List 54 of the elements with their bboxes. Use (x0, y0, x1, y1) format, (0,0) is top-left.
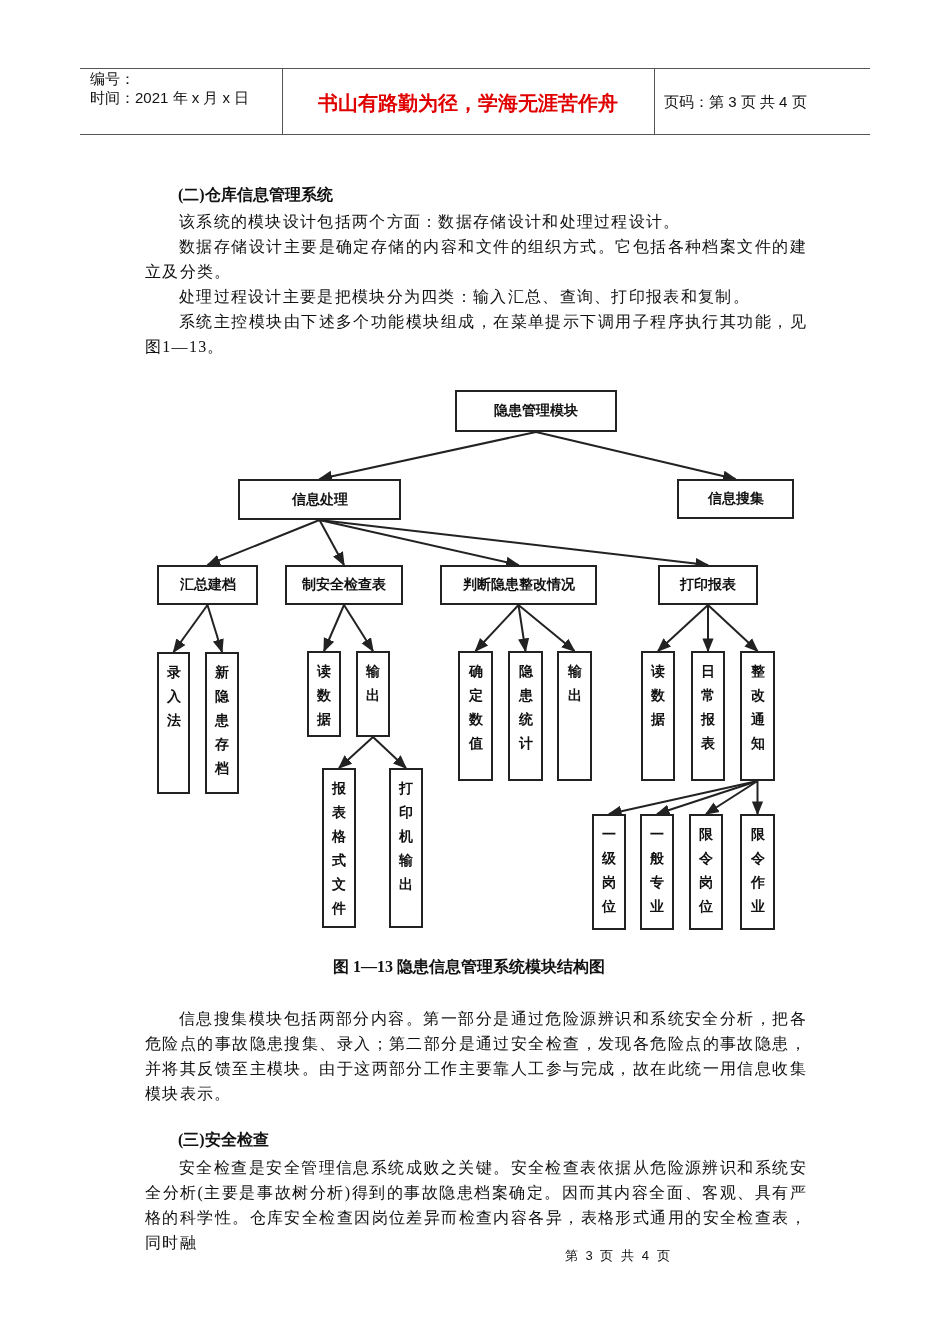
module-box: 读数据 (641, 651, 675, 781)
paragraph: 该系统的模块设计包括两个方面：数据存储设计和处理过程设计。 (178, 212, 682, 232)
module-box: 新隐患存档 (205, 652, 239, 794)
section-heading: (二)仓库信息管理系统 (178, 185, 333, 206)
arrow (474, 604, 520, 652)
arrow (517, 604, 530, 653)
module-box: 读数据 (307, 651, 341, 737)
header-motto: 书山有路勤为径，学海无涯苦作舟 (317, 91, 619, 116)
arrow (517, 604, 576, 652)
module-box: 信息搜集 (677, 479, 794, 519)
paragraph: 处理过程设计主要是把模块分为四类：输入汇总、查询、打印报表和复制。 (178, 287, 751, 307)
module-box: 一般专业 (640, 814, 674, 930)
module-box: 信息处理 (238, 479, 401, 520)
module-box: 限令作业 (740, 814, 775, 930)
paragraph: 信息搜集模块包括两部分内容。第一部分是通过危险源辨识和系统安全分析，把各危险点的事故隐患搜集、录入；第二部分是通过安全检查，发现各危险点的事故隐患，并将其反馈至主模块。由于这两部分工作主要靠人工参与完成，故在此统一用信息收集模块表示。 (145, 1009, 807, 1104)
arrow (343, 604, 374, 653)
arrow (318, 519, 345, 567)
paragraph: 系统主控模块由下述多个功能模块组成，在菜单提示下调用子程序执行其功能，见图1—13。 (145, 312, 807, 357)
arrow (206, 604, 224, 654)
arrow (206, 519, 321, 566)
page-number: 页码：第 3 页 共 4 页 (664, 93, 807, 112)
module-box: 输出 (557, 651, 592, 781)
header-text: 时间：2021 年 x 月 x 日 (90, 89, 250, 108)
module-box: 隐患统计 (508, 651, 543, 781)
module-box: 制安全检查表 (285, 565, 403, 605)
module-box: 打印机输出 (389, 768, 423, 928)
arrow (702, 604, 714, 653)
arrow (337, 736, 374, 769)
module-box: 报表格式文件 (322, 768, 356, 928)
module-box: 输出 (356, 651, 390, 737)
arrow (323, 604, 345, 653)
module-box: 打印报表 (658, 565, 758, 605)
module-box: 隐患管理模块 (455, 390, 617, 432)
arrow (707, 604, 759, 652)
arrow (172, 604, 209, 654)
arrow (535, 431, 737, 482)
module-box: 整改通知 (740, 651, 775, 781)
module-box: 限令岗位 (689, 814, 723, 930)
module-box: 一级岗位 (592, 814, 626, 930)
module-box: 录入法 (157, 652, 190, 794)
page-footer: 第 3 页 共 4 页 (565, 1247, 672, 1265)
module-box: 汇总建档 (157, 565, 258, 605)
header-text: 编号： (90, 70, 135, 89)
figure-caption: 图 1—13 隐患信息管理系统模块结构图 (333, 957, 605, 977)
section-heading: (三)安全检查 (178, 1130, 269, 1151)
arrow (704, 780, 759, 815)
module-box: 判断隐患整改情况 (440, 565, 597, 605)
arrow (656, 604, 709, 652)
paragraph: 数据存储设计主要是确定存储的内容和文件的组织方式。它包括各种档案文件的建立及分类。 (145, 237, 807, 282)
arrow (318, 431, 537, 482)
module-box: 日常报表 (691, 651, 725, 781)
arrow (751, 780, 764, 816)
module-box: 确定数值 (458, 651, 493, 781)
arrow (372, 736, 407, 769)
